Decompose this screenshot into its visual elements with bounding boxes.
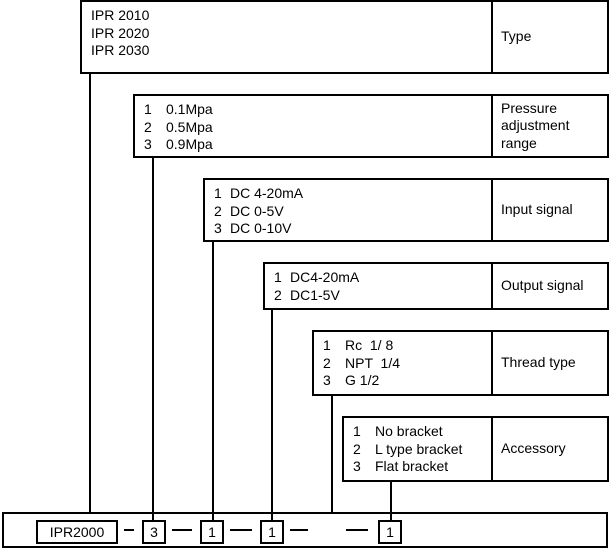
connector-thread (331, 394, 333, 512)
output-signal-label: Output signal (501, 277, 584, 294)
type-label: Type (501, 28, 532, 45)
connector-accessory (390, 480, 392, 520)
model-base-code: IPR2000 (36, 520, 118, 544)
code-slot-pressure: 3 (142, 520, 166, 544)
model-code-bar (2, 512, 608, 548)
connector-pressure (152, 156, 154, 520)
type-option: IPR 2020 (91, 24, 150, 41)
code-slot-accessory: 1 (378, 520, 402, 544)
code-dash (230, 529, 252, 531)
connector-input (212, 240, 214, 520)
connector-output (271, 308, 273, 520)
connector-type (89, 72, 91, 512)
accessory-label: Accessory (501, 440, 566, 457)
type-option: IPR 2010 (91, 7, 150, 23)
type-options: IPR 2010 IPR 2020 IPR 2030 (82, 2, 493, 72)
type-table: IPR 2010 IPR 2020 IPR 2030 Type (80, 0, 609, 74)
pressure-label: Pressure adjustment range (501, 99, 570, 151)
code-slot-input: 1 (200, 520, 224, 544)
code-dash (290, 529, 308, 531)
thread-type-label: Thread type (501, 354, 576, 371)
code-dash (124, 529, 134, 531)
code-dash (346, 529, 368, 531)
type-option: IPR 2030 (91, 42, 150, 58)
input-signal-label: Input signal (501, 201, 573, 218)
code-dash (172, 529, 192, 531)
code-slot-output: 1 (260, 520, 284, 544)
